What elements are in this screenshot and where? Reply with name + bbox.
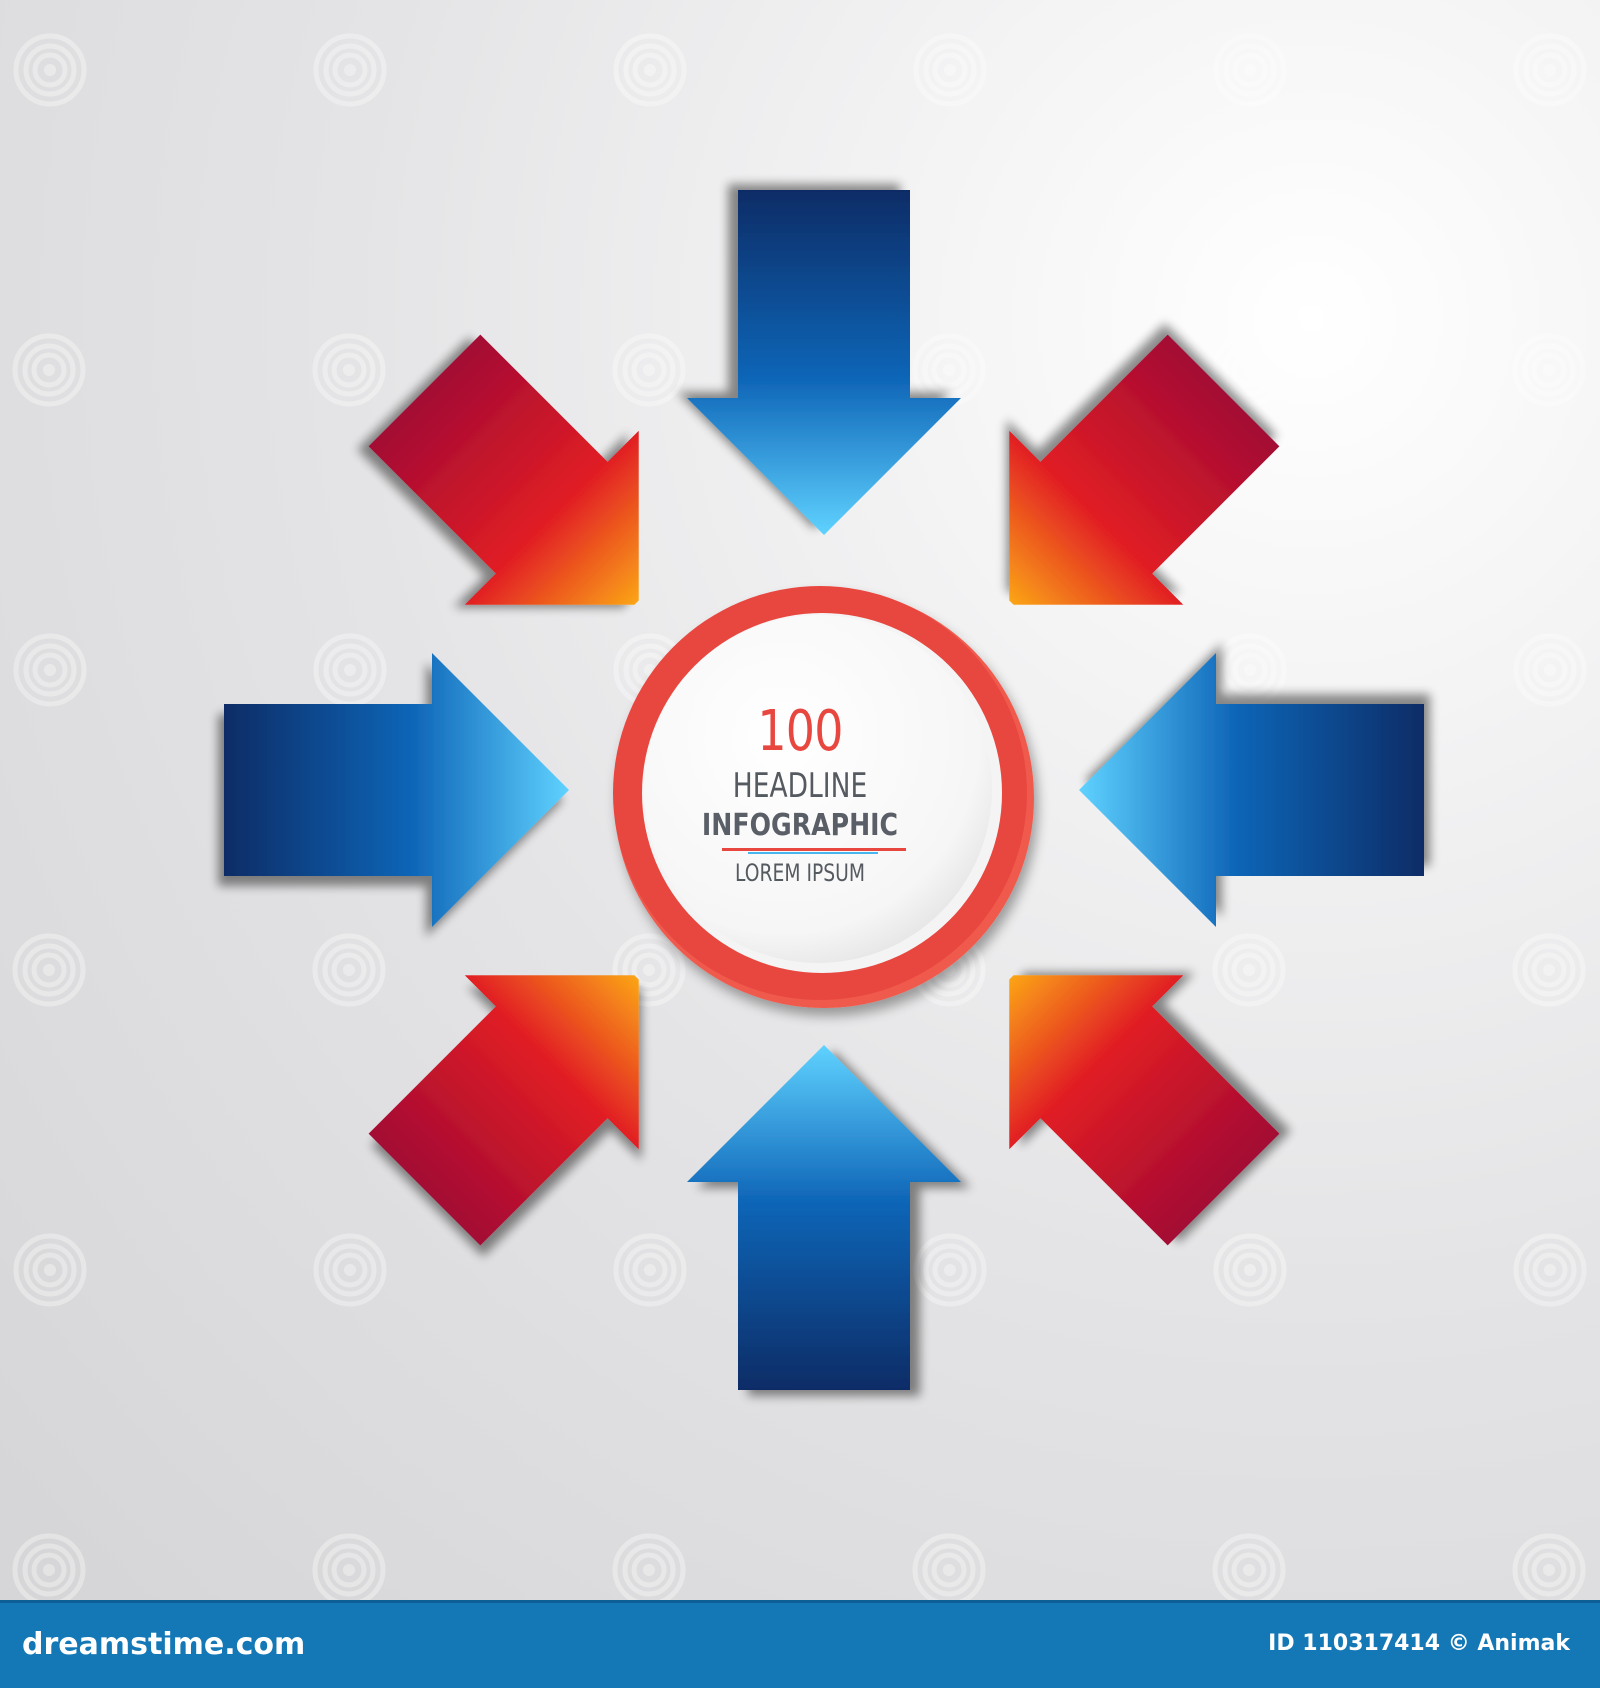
center-headline: HEADLINE (732, 766, 868, 806)
watermark-layer (12, 33, 1587, 1600)
spiral-watermark-icon (1213, 33, 1287, 107)
arrow-down-right-shape (368, 334, 639, 605)
arrow-down (687, 190, 961, 535)
spiral-watermark-icon (313, 33, 387, 107)
spiral-watermark-icon (612, 333, 686, 407)
spiral-watermark-icon (913, 1233, 987, 1307)
spiral-watermark-icon (1212, 1533, 1286, 1600)
spiral-watermark-icon (913, 33, 987, 107)
spiral-watermark-icon (13, 1233, 87, 1307)
spiral-watermark-icon (312, 333, 386, 407)
spiral-watermark-icon (12, 1533, 86, 1600)
divider-blue (748, 852, 878, 854)
spiral-watermark-icon (1512, 333, 1586, 407)
spiral-watermark-icon (612, 1533, 686, 1600)
spiral-watermark-icon (1212, 933, 1286, 1007)
spiral-watermark-icon (13, 633, 87, 707)
spiral-watermark-icon (912, 1533, 986, 1600)
arrow-right-shape (224, 653, 569, 927)
footer-credit: ID 110317414 © Animak (1268, 1631, 1570, 1656)
spiral-watermark-icon (1512, 933, 1586, 1007)
spiral-watermark-icon (912, 333, 986, 407)
spiral-watermark-icon (1513, 1233, 1587, 1307)
center-subheadline: INFOGRAPHIC (701, 808, 899, 843)
spiral-watermark-icon (312, 1533, 386, 1600)
spiral-watermark-icon (1213, 1233, 1287, 1307)
infographic-canvas: 100 HEADLINE INFOGRAPHIC LOREM IPSUM (0, 0, 1600, 1600)
arrow-down-left-shape (1009, 334, 1280, 605)
center-caption: LOREM IPSUM (735, 859, 865, 887)
spiral-watermark-icon (1512, 1533, 1586, 1600)
infographic-artwork (0, 0, 1600, 1600)
arrow-down-right (368, 334, 639, 605)
arrow-down-left (1009, 334, 1280, 605)
arrow-down-shape (687, 190, 961, 535)
arrow-up-left (1009, 975, 1280, 1246)
spiral-watermark-icon (612, 933, 686, 1007)
spiral-watermark-icon (613, 1233, 687, 1307)
arrow-up (687, 1045, 961, 1390)
spiral-watermark-icon (613, 33, 687, 107)
arrow-up-right (368, 975, 639, 1246)
footer-brand[interactable]: dreamstime.com (22, 1627, 306, 1662)
arrow-left (1079, 653, 1424, 927)
center-number: 100 (757, 699, 843, 764)
spiral-watermark-icon (12, 933, 86, 1007)
divider-red (722, 848, 906, 851)
arrow-up-shape (687, 1045, 961, 1390)
arrow-right (224, 653, 569, 927)
arrow-up-right-shape (368, 975, 639, 1246)
spiral-watermark-icon (313, 633, 387, 707)
arrow-up-left-shape (1009, 975, 1280, 1246)
spiral-watermark-icon (1513, 633, 1587, 707)
spiral-watermark-icon (312, 933, 386, 1007)
footer-bar: dreamstime.com ID 110317414 © Animak (0, 1600, 1600, 1688)
spiral-watermark-icon (1213, 633, 1287, 707)
arrow-left-shape (1079, 653, 1424, 927)
arrow-group (224, 190, 1424, 1390)
inner-circle (644, 615, 992, 963)
spiral-watermark-icon (12, 333, 86, 407)
spiral-watermark-icon (1212, 333, 1286, 407)
spiral-watermark-icon (13, 33, 87, 107)
spiral-watermark-icon (1513, 33, 1587, 107)
spiral-watermark-icon (313, 1233, 387, 1307)
center-circle (613, 586, 1034, 1008)
